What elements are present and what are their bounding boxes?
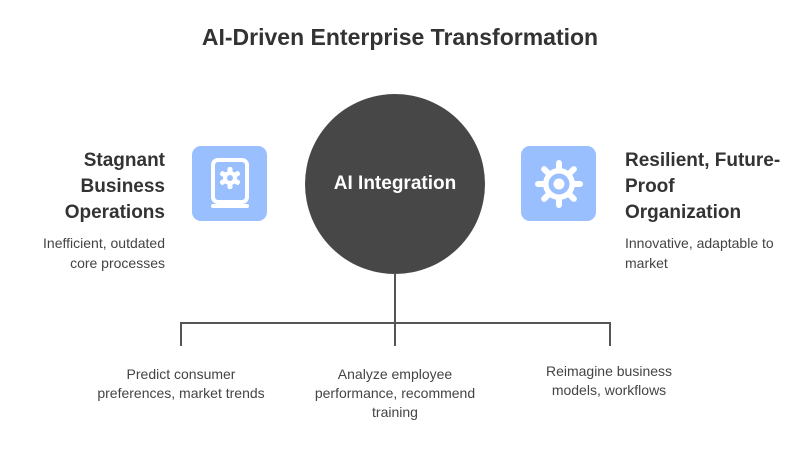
right-heading: Resilient, Future-Proof Organization <box>625 150 781 223</box>
left-heading: Stagnant Business Operations <box>64 150 165 223</box>
right-description: Innovative, adaptable to market <box>625 235 774 271</box>
gear-icon <box>534 159 583 208</box>
book-gear-icon <box>210 157 249 208</box>
left-description: Inefficient, outdated core processes <box>43 235 165 271</box>
center-label: AI Integration <box>333 173 457 194</box>
branch-text-1: Predict consumer preferences, market tre… <box>97 366 265 401</box>
connector-drop-1 <box>180 322 182 346</box>
connector-drop-3 <box>609 322 611 346</box>
connector-trunk <box>394 273 396 322</box>
left-icon-box <box>192 146 267 221</box>
connector-bar <box>180 322 611 324</box>
diagram-title: AI-Driven Enterprise Transformation <box>201 24 599 50</box>
branch-text-2: Analyze employee performance, recommend … <box>314 366 476 420</box>
right-icon-box <box>521 146 596 221</box>
connector-drop-2 <box>394 322 396 346</box>
center-node: AI Integration <box>305 94 485 274</box>
branch-text-3: Reimagine business models, workflows <box>545 363 673 398</box>
